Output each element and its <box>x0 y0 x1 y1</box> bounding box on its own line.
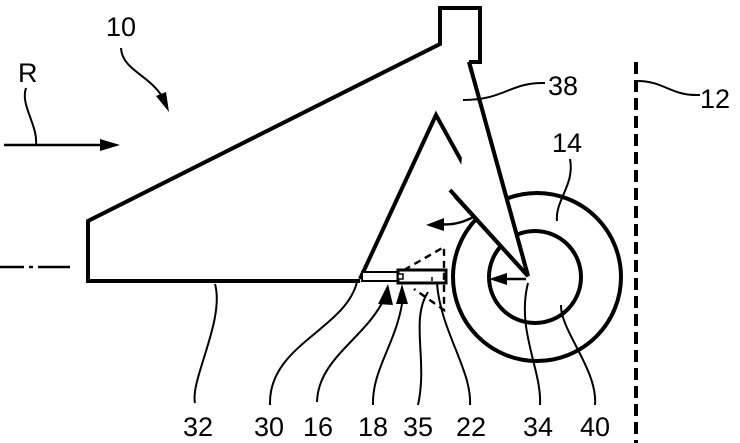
label-10: 10 <box>106 12 136 42</box>
body-outline-32 <box>86 6 482 283</box>
leader-38 <box>462 81 546 101</box>
leader-30 <box>268 281 358 406</box>
label-r: R <box>18 58 38 88</box>
leader-14 <box>555 158 572 222</box>
label-30: 30 <box>254 412 284 442</box>
label-34: 34 <box>523 412 553 442</box>
label-38: 38 <box>548 71 578 101</box>
leader-32 <box>193 283 218 404</box>
blade-fill <box>458 64 526 272</box>
label-35: 35 <box>403 412 433 442</box>
leader-34 <box>523 282 542 406</box>
inner-wheel-40 <box>487 229 583 325</box>
label-18: 18 <box>358 412 388 442</box>
label-14: 14 <box>552 128 582 158</box>
assembly-pointer-10 <box>120 47 169 112</box>
pivot-arrow-34 <box>489 273 526 285</box>
slider-assembly <box>361 268 448 285</box>
label-16: 16 <box>303 412 333 442</box>
leader-12 <box>636 80 701 97</box>
label-12: 12 <box>700 84 730 114</box>
leader-22 <box>436 282 472 406</box>
leader-35 <box>417 291 429 406</box>
arrow-16 <box>316 284 393 403</box>
label-22: 22 <box>456 412 486 442</box>
direction-arrow-r <box>4 87 120 151</box>
dashed-pivot-outline <box>403 244 446 313</box>
arrow-18 <box>371 284 408 406</box>
label-32: 32 <box>183 412 213 442</box>
label-40: 40 <box>580 412 610 442</box>
outer-wheel-14 <box>451 191 623 363</box>
leader-40 <box>559 304 597 406</box>
